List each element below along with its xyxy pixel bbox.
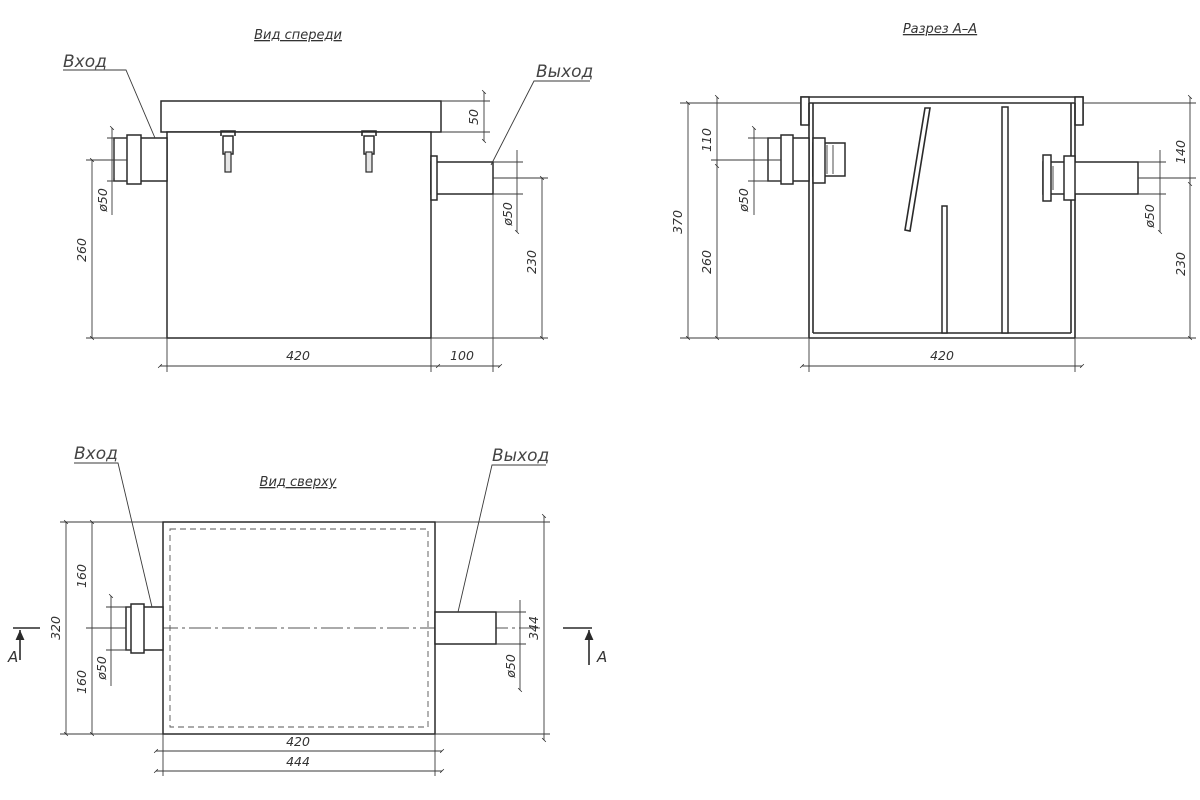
svg-text:344: 344 bbox=[526, 616, 541, 640]
svg-text:444: 444 bbox=[286, 754, 310, 769]
top-outlet-leader bbox=[457, 464, 546, 613]
svg-text:420: 420 bbox=[286, 734, 310, 749]
section-marker-left: А bbox=[7, 627, 40, 666]
front-outlet-label: Выход bbox=[536, 62, 593, 82]
dim-top-overall-depth: 344 bbox=[435, 513, 550, 743]
section-inlet-pipe bbox=[767, 134, 846, 185]
top-inlet-label: Вход bbox=[74, 444, 118, 464]
section-view-title: Разрез А–А bbox=[903, 22, 977, 37]
front-outlet-pipe bbox=[430, 155, 494, 201]
svg-text:А: А bbox=[7, 648, 18, 666]
dim-section-inlet-height: 260 bbox=[699, 160, 720, 341]
top-inlet-pipe bbox=[125, 603, 164, 654]
front-inlet-pipe bbox=[113, 134, 168, 185]
dim-lid-height: 50 bbox=[441, 89, 490, 144]
svg-text:ø50: ø50 bbox=[95, 188, 110, 213]
top-inlet-leader bbox=[74, 462, 153, 608]
dim-section-outlet-from-top: 140 bbox=[1083, 94, 1196, 187]
section-marker-right: А bbox=[563, 627, 607, 666]
svg-text:100: 100 bbox=[450, 348, 474, 363]
dim-front-outlet-dia: ø50 bbox=[493, 150, 523, 235]
svg-text:420: 420 bbox=[930, 348, 954, 363]
section-baffles bbox=[904, 106, 1009, 334]
dim-top-outlet-dia: ø50 bbox=[496, 600, 526, 693]
front-outlet-leader bbox=[490, 80, 590, 166]
dim-front-outlet-height: 230 bbox=[431, 175, 548, 341]
svg-text:А: А bbox=[596, 648, 607, 666]
dim-section-outlet-height: 230 bbox=[1075, 178, 1196, 341]
svg-text:160: 160 bbox=[74, 670, 89, 694]
top-view: Вид сверху Вход Выход А А bbox=[7, 444, 607, 776]
svg-text:110: 110 bbox=[699, 128, 714, 152]
front-inlet-leader bbox=[63, 69, 156, 139]
dim-top-depth: 320 bbox=[48, 519, 163, 737]
svg-text:260: 260 bbox=[74, 238, 89, 262]
dim-section-width: 420 bbox=[799, 338, 1085, 372]
dim-front-inlet-dia: ø50 bbox=[95, 125, 127, 215]
dim-front-width: 420 100 bbox=[157, 194, 503, 372]
section-outlet-pipe bbox=[1042, 154, 1139, 202]
top-outlet-pipe bbox=[434, 611, 497, 645]
dim-top-halves: 160 160 bbox=[74, 519, 126, 737]
front-inlet-label: Вход bbox=[63, 52, 107, 72]
dim-section-inlet-dia: ø50 bbox=[736, 125, 781, 215]
svg-text:230: 230 bbox=[1173, 252, 1188, 276]
svg-text:ø50: ø50 bbox=[503, 654, 518, 679]
top-outlet-label: Выход bbox=[492, 446, 549, 466]
front-lid bbox=[160, 100, 442, 133]
latch-right bbox=[361, 130, 377, 173]
svg-text:140: 140 bbox=[1173, 140, 1188, 164]
front-view: Вид спереди Вход Выход bbox=[63, 28, 593, 372]
latch-left bbox=[220, 130, 236, 173]
dim-section-outlet-dia: ø50 bbox=[1138, 150, 1166, 235]
svg-text:ø50: ø50 bbox=[1142, 204, 1157, 229]
dim-top-inlet-dia: ø50 bbox=[94, 593, 131, 686]
dim-top-width: 420 444 bbox=[153, 734, 445, 776]
dim-section-total-height: 370 bbox=[670, 100, 809, 341]
front-view-title: Вид спереди bbox=[254, 28, 342, 43]
dim-front-inlet-height: 260 bbox=[74, 157, 167, 341]
top-view-title: Вид сверху bbox=[260, 475, 337, 490]
svg-text:50: 50 bbox=[466, 109, 481, 125]
svg-text:320: 320 bbox=[48, 616, 63, 640]
svg-text:ø50: ø50 bbox=[94, 656, 109, 681]
svg-text:ø50: ø50 bbox=[736, 188, 751, 213]
svg-text:ø50: ø50 bbox=[500, 202, 515, 227]
svg-text:160: 160 bbox=[74, 564, 89, 588]
svg-text:370: 370 bbox=[670, 210, 685, 234]
section-view: Разрез А–А bbox=[670, 22, 1196, 372]
front-body bbox=[166, 131, 432, 339]
section-lid bbox=[800, 96, 1084, 125]
svg-text:230: 230 bbox=[524, 250, 539, 274]
dim-section-inlet-from-top: 110 bbox=[699, 94, 781, 169]
svg-text:260: 260 bbox=[699, 250, 714, 274]
svg-text:420: 420 bbox=[286, 348, 310, 363]
